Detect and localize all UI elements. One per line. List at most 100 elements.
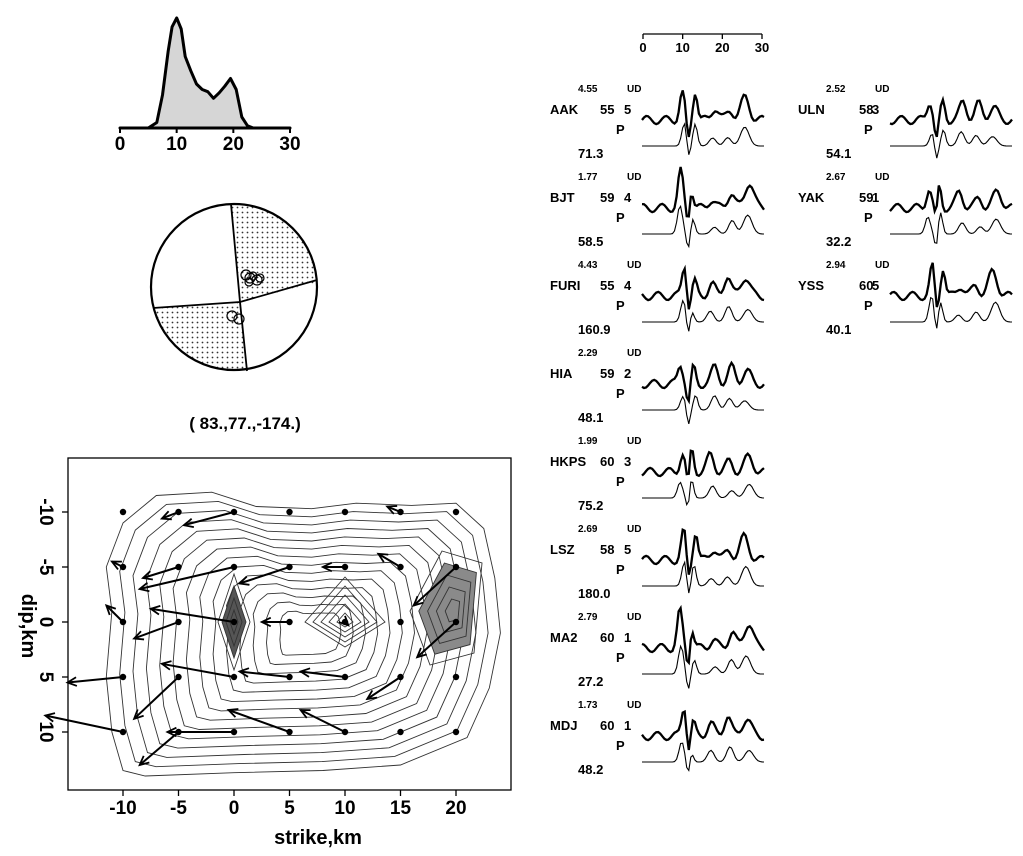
synthetic-waveform xyxy=(642,395,764,425)
slip-contour-line xyxy=(132,510,477,758)
station-component: UD xyxy=(627,260,641,271)
synthetic-waveform xyxy=(890,129,1012,159)
observed-waveform xyxy=(889,185,1013,215)
station-component: UD xyxy=(627,172,641,183)
station-phase: P xyxy=(616,474,625,489)
rake-arrow xyxy=(159,660,235,678)
rake-arrow xyxy=(259,616,290,628)
slip-contour-line xyxy=(226,574,391,693)
grid-node xyxy=(452,563,460,571)
station-component: UD xyxy=(875,84,889,95)
rake-arrow-head xyxy=(415,647,427,659)
station-phase: P xyxy=(616,562,625,577)
rake-arrow-head xyxy=(65,676,78,687)
rake-arrow-head xyxy=(110,560,122,570)
nodal-plane-2 xyxy=(152,279,318,309)
station-phase: P xyxy=(616,210,625,225)
rake-arrow-head xyxy=(148,605,161,616)
rake-arrow-head xyxy=(226,708,239,718)
y-tick-label: 0 xyxy=(35,617,56,628)
grid-node xyxy=(119,508,127,516)
station-phase: P xyxy=(616,650,625,665)
time-axis-tick-label: 10 xyxy=(675,40,689,55)
grid-node xyxy=(452,508,460,516)
rake-arrow-shaft xyxy=(139,566,235,590)
grid-node xyxy=(452,618,460,626)
rake-arrow-shaft xyxy=(239,566,290,585)
rake-arrow xyxy=(132,676,180,721)
station-name: MDJ xyxy=(550,718,577,733)
rake-arrow xyxy=(415,621,457,659)
grid-node xyxy=(341,563,349,571)
station-name: AAK xyxy=(550,102,579,117)
slip-contour-line xyxy=(185,546,428,721)
rake-arrow-head xyxy=(159,660,172,671)
station-amplitude: 2.79 xyxy=(578,612,598,623)
grid-node xyxy=(230,673,238,681)
station-value: 75.2 xyxy=(578,498,603,513)
rake-arrow xyxy=(141,566,179,581)
grid-node xyxy=(175,563,182,571)
station-azimuth: 58 xyxy=(600,542,614,557)
grid-node xyxy=(230,618,238,626)
synthetic-waveform xyxy=(890,212,1013,244)
rake-arrow-shaft xyxy=(239,670,290,678)
rake-arrow xyxy=(298,709,346,733)
grid-node xyxy=(341,673,349,681)
rake-arrow-shaft xyxy=(105,604,124,623)
synthetic-waveform xyxy=(642,481,765,507)
rake-arrow-head xyxy=(43,712,56,723)
station-value: 58.5 xyxy=(578,234,603,249)
observed-waveform xyxy=(641,449,765,478)
y-tick-label: -10 xyxy=(35,498,56,525)
synthetic-waveform xyxy=(642,742,765,772)
focal-mechanism-beachball xyxy=(149,202,319,372)
slip-contour-line xyxy=(199,555,415,712)
station-azimuth: 58 xyxy=(859,102,873,117)
rake-arrow-shaft xyxy=(416,621,457,658)
grid-node xyxy=(119,673,127,681)
station-name: BJT xyxy=(550,190,575,205)
station-azimuth: 59 xyxy=(600,190,614,205)
rake-arrow-shaft xyxy=(133,621,179,640)
station-component: UD xyxy=(627,524,641,535)
rake-arrow-head xyxy=(259,616,272,628)
slip-contour-line xyxy=(212,564,403,703)
grid-node xyxy=(175,673,182,681)
station-polarity-marks xyxy=(226,269,265,325)
station-value: 160.9 xyxy=(578,322,611,337)
x-tick-label: -5 xyxy=(170,798,187,819)
station-azimuth: 60 xyxy=(600,630,614,645)
station-name: HKPS xyxy=(550,454,586,469)
x-tick-label: 10 xyxy=(334,798,355,819)
grid-node xyxy=(230,728,238,736)
rake-arrow-head xyxy=(237,575,250,586)
time-axis-tick-label: 0 xyxy=(639,40,646,55)
rake-arrow xyxy=(376,552,402,568)
station-distance: 1 xyxy=(872,190,879,205)
rake-arrow xyxy=(104,604,124,623)
grid-node xyxy=(175,618,182,626)
rake-arrow xyxy=(226,708,290,733)
station-phase: P xyxy=(864,122,873,137)
station-component: UD xyxy=(875,172,889,183)
grid-node xyxy=(397,618,404,626)
station-phase: P xyxy=(616,122,625,137)
beachball-outline xyxy=(149,202,319,372)
station-distance: 1 xyxy=(624,718,631,733)
station-phase: P xyxy=(616,738,625,753)
station-value: 54.1 xyxy=(826,146,851,161)
x-tick-label: 0 xyxy=(229,798,240,819)
rake-arrow xyxy=(412,566,457,607)
station-name: ULN xyxy=(798,102,825,117)
grid-node xyxy=(230,508,238,516)
station-value: 32.2 xyxy=(826,234,851,249)
